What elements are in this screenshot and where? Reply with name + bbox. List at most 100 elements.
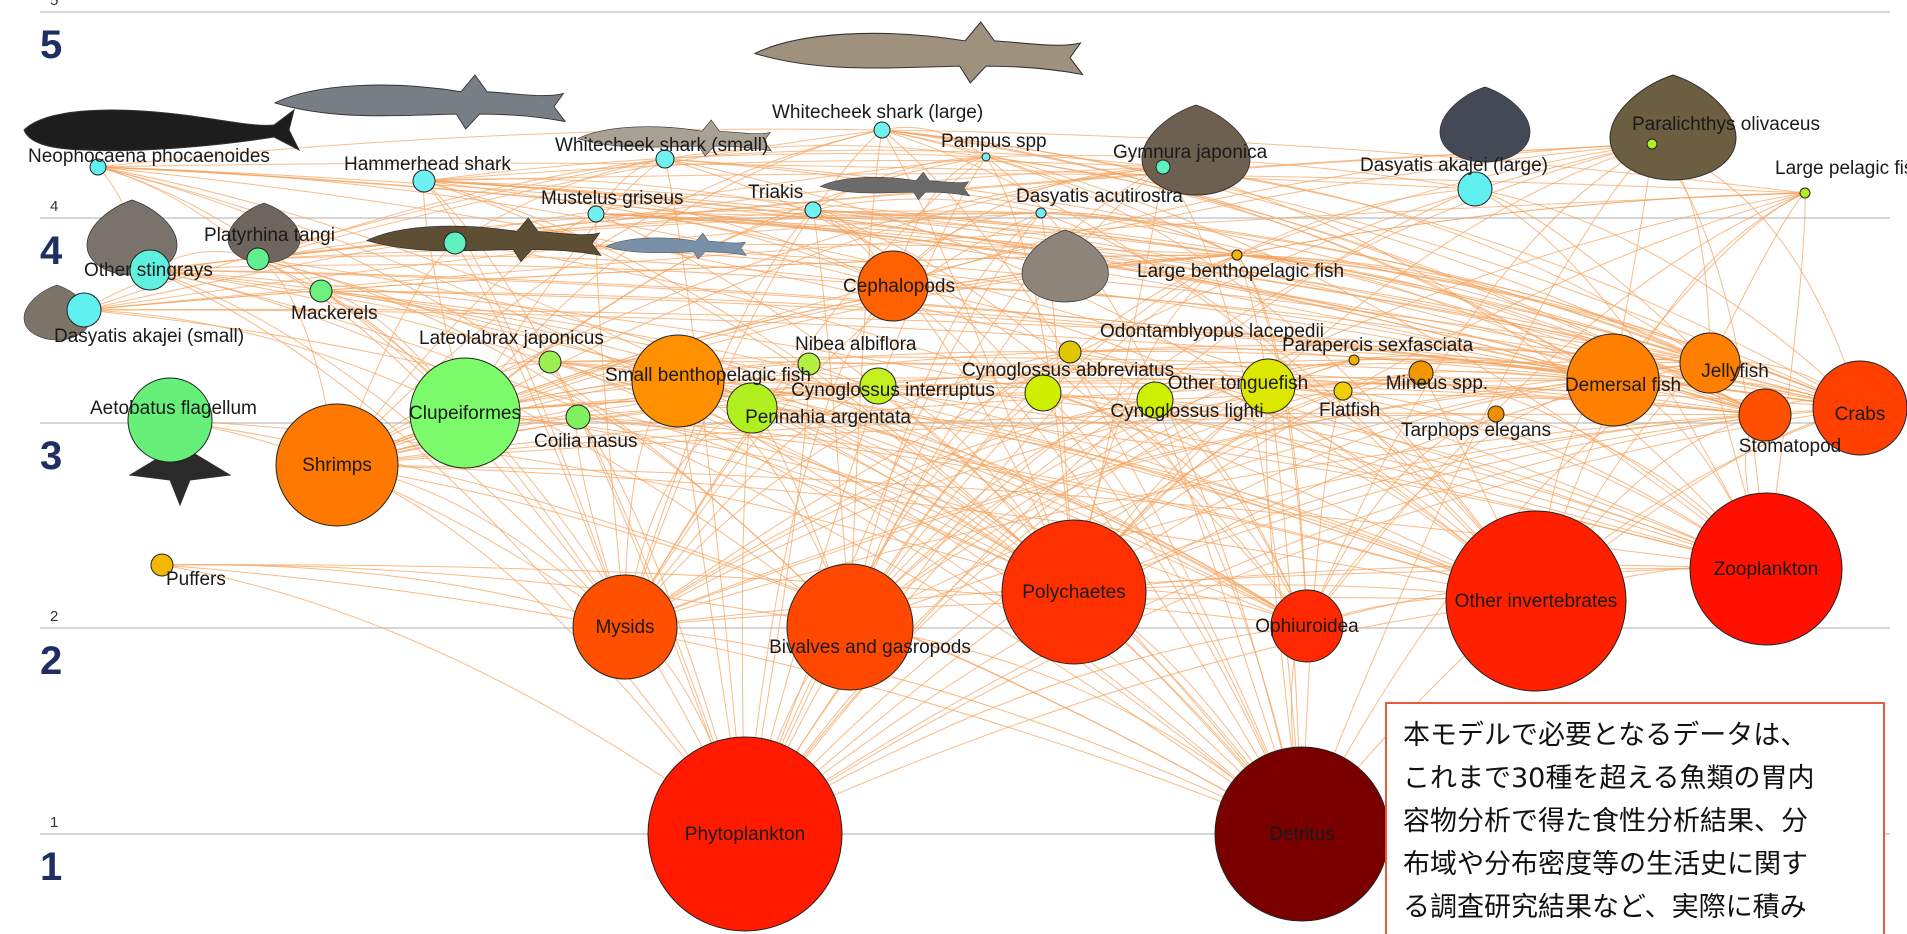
node-polychaetes xyxy=(1001,519,1147,665)
node-flatfish xyxy=(1333,381,1353,401)
feeding-link xyxy=(744,600,1537,835)
node-label-aetobatus: Aetobatus flagellum xyxy=(90,398,257,419)
feeding-link xyxy=(336,379,1614,466)
feeding-link xyxy=(1069,351,1303,835)
node-puffers xyxy=(150,553,174,577)
feeding-link xyxy=(577,416,1537,602)
node-cephalopods xyxy=(857,250,929,322)
node-hammerhead xyxy=(412,169,436,193)
feeding-link xyxy=(892,285,1303,835)
node-label-shrimps: Shrimps xyxy=(302,455,372,476)
node-label-crabs: Crabs xyxy=(1835,404,1886,425)
trophic-level-4: 4 xyxy=(40,229,63,273)
feeding-link xyxy=(744,362,1711,835)
porpoise-icon xyxy=(23,108,301,152)
feeding-link xyxy=(849,192,1806,628)
node-dasyatislarge xyxy=(1457,171,1493,207)
feeding-link xyxy=(423,180,626,628)
feeding-link xyxy=(1306,192,1806,627)
node-label-nibea: Nibea albiflora xyxy=(795,334,917,355)
feeding-link xyxy=(664,149,1164,168)
trophic-level-1: 1 xyxy=(40,845,62,889)
flounder-icon xyxy=(1609,74,1737,181)
feeding-link xyxy=(744,363,810,835)
feeding-link xyxy=(595,213,1238,256)
feeding-link xyxy=(454,242,1537,602)
node-label-lateolabrax: Lateolabrax japonicus xyxy=(419,328,604,349)
feeding-link xyxy=(751,407,1537,602)
triakis-shark-icon xyxy=(819,171,971,201)
node-label-whitecheeklarge: Whitecheek shark (large) xyxy=(772,102,983,123)
node-cynoabb xyxy=(1058,340,1082,364)
explanation-note-text: 本モデルで必要となるデータは、 これまで30種を超える魚類の胃内 容物分析で得た… xyxy=(1403,720,1815,923)
feeding-link xyxy=(320,290,1537,602)
trophic-level-3: 3 xyxy=(40,434,62,478)
feeding-link xyxy=(892,285,1537,602)
feeding-link xyxy=(97,166,1614,381)
feeding-link xyxy=(892,166,1164,287)
feeding-link xyxy=(812,209,851,628)
feeding-link xyxy=(624,212,1042,628)
node-label-largebentho: Large benthopelagic fish xyxy=(1137,261,1344,282)
node-shrimps xyxy=(275,403,399,527)
feeding-link xyxy=(454,242,626,628)
feeding-link xyxy=(149,269,1303,835)
node-dasyatissmall xyxy=(66,292,102,328)
feeding-link xyxy=(320,290,1308,627)
feeding-link xyxy=(1040,212,1537,602)
node-stomatopod xyxy=(1738,388,1792,442)
feeding-link xyxy=(1474,188,1767,570)
species-illustrations xyxy=(23,21,1737,507)
feeding-link xyxy=(83,309,1614,381)
feeding-link xyxy=(149,269,746,835)
feeding-link xyxy=(1301,390,1344,835)
node-label-gymnura: Gymnura japonica xyxy=(1113,142,1268,163)
feeding-link xyxy=(1474,188,1861,409)
mustelus-shark-icon xyxy=(605,232,747,260)
feeding-link xyxy=(149,269,1537,602)
feeding-link xyxy=(595,213,626,628)
node-label-cephalopods: Cephalopods xyxy=(843,276,955,297)
node-platyrhina xyxy=(246,247,270,271)
feeding-link xyxy=(1040,212,1711,364)
feeding-link xyxy=(97,128,883,168)
feeding-link xyxy=(892,285,1614,381)
node-label-polychaetes: Polychaetes xyxy=(1022,582,1126,603)
node-label-otherstingrays: Other stingrays xyxy=(84,260,213,281)
node-label-cynoint: Cynoglossus interruptus xyxy=(791,380,995,401)
node-label-platyrhina: Platyrhina tangi xyxy=(204,225,335,246)
node-label-dasyatislarge: Dasyatis akajei (large) xyxy=(1360,155,1548,176)
node-othertongue xyxy=(1240,358,1296,414)
feeding-link xyxy=(812,156,987,211)
feeding-link xyxy=(595,213,1303,835)
node-lateolabrax xyxy=(538,350,562,374)
feeding-link xyxy=(624,209,814,628)
feeding-link xyxy=(849,414,1766,628)
feeding-link xyxy=(423,173,1806,194)
feeding-link xyxy=(423,178,814,211)
feeding-link xyxy=(423,180,1238,256)
node-label-cynolighti: Cynoglossus lighti xyxy=(1110,401,1263,422)
node-label-pampus: Pampus spp xyxy=(941,131,1047,152)
feeding-link xyxy=(320,290,1614,381)
explanation-note: 本モデルで必要となるデータは、 これまで30種を超える魚類の胃内 容物分析で得た… xyxy=(1385,702,1885,934)
feeding-link xyxy=(423,180,1075,593)
feeding-link xyxy=(1073,564,1767,593)
feeding-link xyxy=(812,198,1042,214)
feeding-link xyxy=(751,407,1308,627)
gymnura-ray-icon xyxy=(1141,104,1251,196)
feeding-link xyxy=(624,379,1614,628)
feeding-link xyxy=(664,158,1537,602)
node-nibea xyxy=(797,352,821,376)
node-pampus xyxy=(981,152,991,162)
feeding-link xyxy=(464,129,883,414)
feeding-link xyxy=(1154,399,1767,570)
feeding-link xyxy=(1306,413,1497,627)
dasyatis-ray-icon xyxy=(1021,229,1109,303)
feeding-link xyxy=(624,399,1156,628)
node-paralichthys xyxy=(1646,138,1658,150)
feeding-link xyxy=(149,269,1767,570)
node-coilia xyxy=(565,404,591,430)
